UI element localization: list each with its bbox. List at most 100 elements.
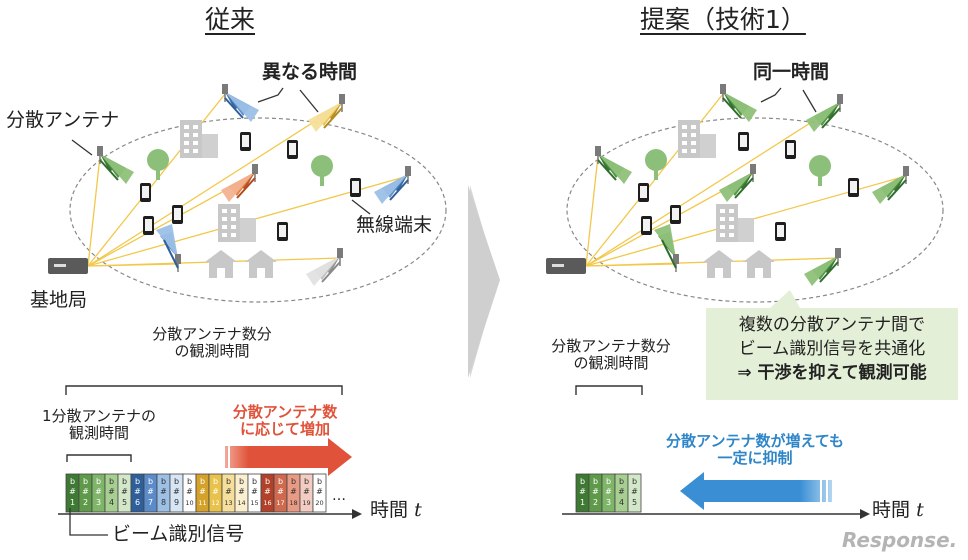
time-axis-arrowhead (352, 509, 362, 519)
beam-slot-number: 19 (302, 499, 310, 507)
beam-slot-number: 18 (289, 499, 297, 507)
beam-slot-hash: # (95, 487, 102, 496)
right-title: 提案（技術1） (640, 5, 806, 34)
beam-slot: b#2 (78, 473, 93, 513)
beam-slot-hash: # (69, 487, 76, 496)
beam-slot-prefix: b (593, 477, 598, 486)
wireless-terminal-icon (670, 205, 681, 224)
suppress-arrow (680, 472, 832, 510)
beam-slot: b#1 (65, 473, 80, 513)
time-axis-arrowhead (860, 509, 870, 519)
wireless-terminal-icon (277, 222, 288, 241)
tree-icon (147, 149, 169, 180)
tree-icon (311, 155, 333, 186)
left-single-bracket (66, 454, 132, 462)
beam-slot-number: 20 (315, 499, 323, 507)
left-beam-slots: b#1b#2b#3b#4b#5b#6b#7b#8b#9b#10b#11b#12b… (65, 473, 327, 513)
distributed-antenna-icon (595, 146, 632, 184)
left-total-bracket (65, 385, 343, 395)
base-station-icon (48, 258, 88, 274)
beam-slot: b#10 (182, 473, 197, 513)
distributed-antenna-icon (222, 84, 259, 122)
left-obs-total-line2: の観測時間 (174, 342, 250, 361)
beam-slot-hash: # (303, 487, 310, 496)
beam-slot-hash: # (579, 487, 586, 496)
wireless-terminal-icon (638, 183, 649, 202)
beam-slot-prefix: b (148, 477, 153, 486)
watermark-logo: Response. (842, 528, 958, 552)
beam-slot: b#4 (614, 473, 629, 513)
beam-slot-number: 3 (96, 498, 101, 507)
beam-slot-number: 13 (224, 499, 232, 507)
beam-slot-number: 4 (619, 498, 624, 507)
beam-slot-prefix: b (619, 477, 624, 486)
distributed-antenna-icon (654, 224, 679, 272)
beam-slot: b#1 (575, 473, 590, 513)
beam-slot-number: 7 (148, 498, 153, 507)
beam-slot-hash: # (121, 487, 128, 496)
label-different-time: 異なる時間 (262, 61, 358, 83)
beam-slot-prefix: b (135, 477, 140, 486)
beam-slot-hash: # (238, 487, 245, 496)
beam-slot: b#11 (195, 473, 210, 513)
distributed-antenna-icon (374, 166, 411, 204)
fiber-line (87, 155, 101, 267)
left-increase-line1: 分散アンテナ数 (232, 403, 338, 421)
beam-slot-prefix: b (632, 477, 637, 486)
beam-slot-number: 15 (250, 499, 258, 507)
beam-slot: b#7 (143, 473, 158, 513)
left-title: 従来 (205, 5, 256, 34)
beam-slot-prefix: b (213, 477, 218, 486)
distributed-antenna-icon (308, 94, 345, 132)
beam-slot-number: 5 (122, 498, 127, 507)
left-obs-single: 1分散アンテナの 観測時間 (34, 407, 164, 443)
beam-slot-hash: # (108, 487, 115, 496)
beam-slot-prefix: b (606, 477, 611, 486)
left-time-label: 時間 t (370, 499, 422, 522)
wireless-terminal-icon (240, 132, 251, 151)
beam-slot-prefix: b (200, 477, 205, 486)
wireless-terminal-icon (172, 205, 183, 224)
right-time-var: t (916, 499, 924, 521)
left-time-var: t (414, 499, 422, 521)
beam-slot-number: 2 (83, 498, 88, 507)
beam-slot-prefix: b (109, 477, 114, 486)
beam-slot: b#15 (247, 473, 262, 513)
beam-slot-number: 3 (606, 498, 611, 507)
beam-slot-number: 12 (211, 499, 219, 507)
beam-slot-number: 17 (276, 499, 284, 507)
beam-slot-number: 14 (237, 499, 245, 507)
tree-icon (809, 155, 831, 186)
left-time-word: 時間 (370, 499, 409, 521)
left-time-axis (58, 509, 362, 519)
note-pointer (770, 290, 800, 308)
beam-slot: b#12 (208, 473, 223, 513)
house-icon (703, 250, 735, 278)
beam-slot-prefix: b (304, 477, 309, 486)
base-station-icon (546, 258, 586, 274)
beam-slot-prefix: b (252, 477, 257, 486)
wireless-terminal-icon (848, 178, 859, 197)
right-scene (546, 84, 909, 286)
beam-slot-hash: # (212, 487, 219, 496)
beam-slot-hash: # (251, 487, 258, 496)
beam-slot: b#6 (130, 473, 145, 513)
wireless-terminal-icon (775, 222, 786, 241)
right-suppress-line2: 一定に抑制 (717, 449, 793, 468)
left-scene (48, 84, 411, 286)
right-suppress-text: 分散アンテナ数が増えても 一定に抑制 (650, 432, 860, 468)
beam-slot-number: 1 (580, 498, 585, 507)
beam-slot-hash: # (147, 487, 154, 496)
right-time-label: 時間 t (872, 499, 924, 522)
beam-slot-prefix: b (122, 477, 127, 486)
beam-slot-number: 1 (70, 498, 75, 507)
beam-slot-number: 8 (161, 498, 166, 507)
beam-slot-hash: # (316, 487, 323, 496)
beam-slot-hash: # (134, 487, 141, 496)
label-base-station: 基地局 (30, 289, 88, 311)
distributed-antenna-icon (719, 164, 756, 202)
beam-slot: b#4 (104, 473, 119, 513)
label-same-time: 同一時間 (753, 61, 830, 83)
distributed-antenna-icon (306, 248, 343, 286)
right-obs-total: 分散アンテナ数分 の観測時間 (536, 337, 686, 373)
